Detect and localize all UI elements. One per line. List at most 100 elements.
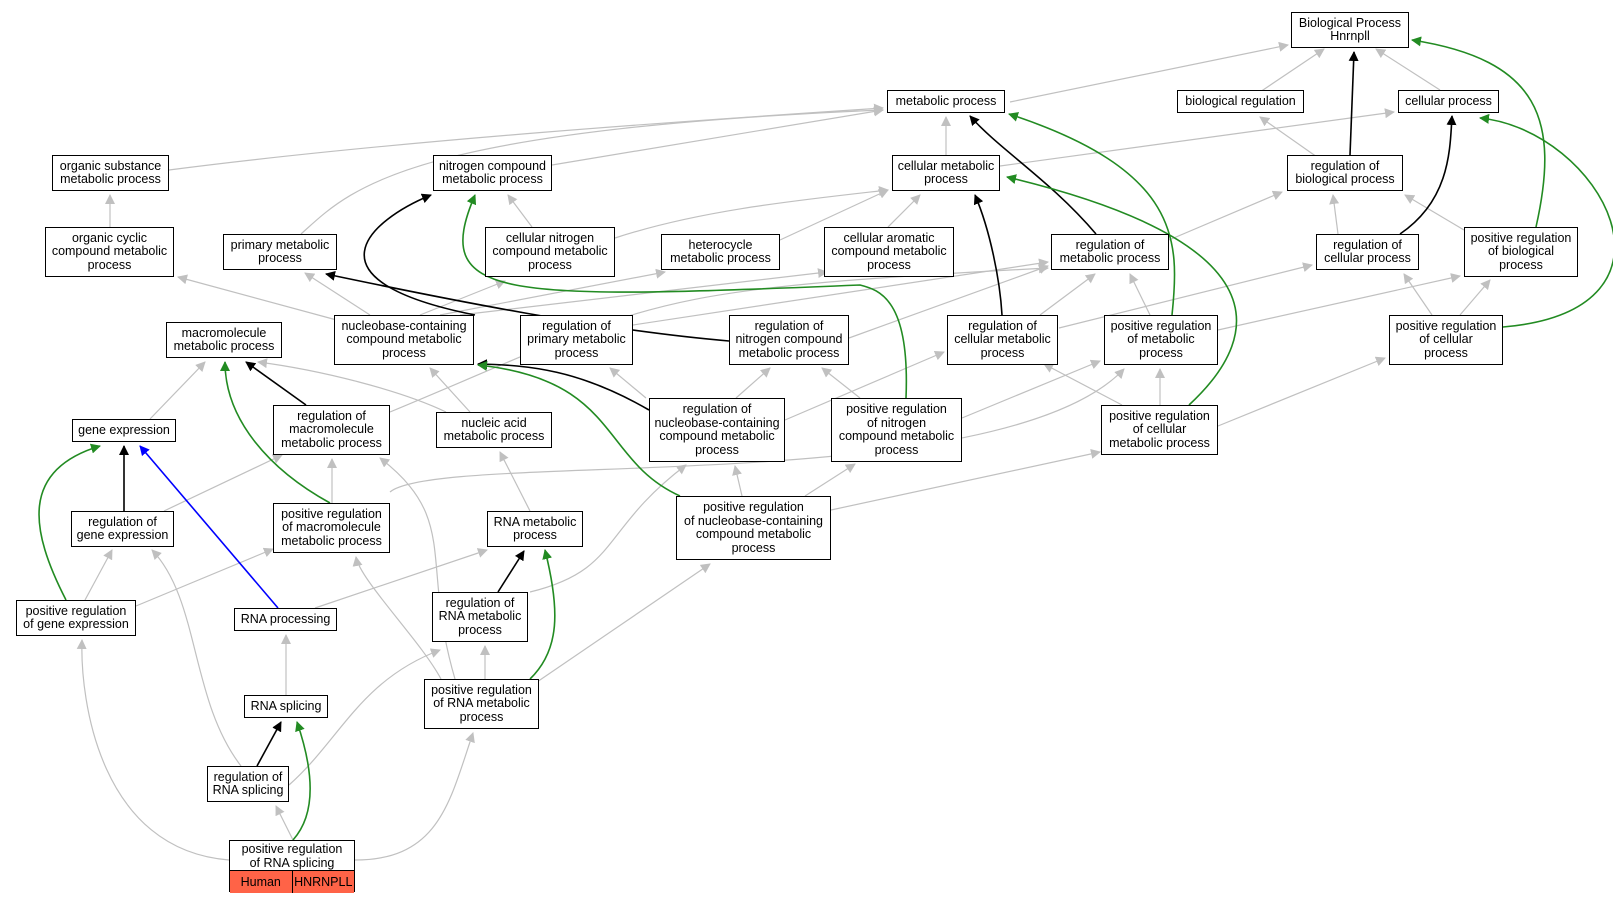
edge-gray (1375, 48, 1441, 91)
node-gene-expression[interactable]: gene expression (72, 419, 176, 442)
node-nitrogen-compound-metabolic-process[interactable]: nitrogen compound metabolic process (433, 155, 552, 191)
node-regulation-of-biological-process[interactable]: regulation of biological process (1287, 155, 1403, 191)
leaf-annotation-row: Human HNRNPLL (230, 870, 354, 893)
edge-gray (1009, 41, 1289, 103)
leaf-label: positive regulation of RNA splicing (241, 842, 343, 870)
edge-gray (821, 367, 861, 399)
edge-gray (149, 361, 206, 420)
node-positive-regulation-of-macromolecule-metabolic-process[interactable]: positive regulation of macromolecule met… (273, 503, 390, 553)
edge-black (1399, 115, 1457, 235)
edge-gray (887, 194, 921, 228)
node-positive-regulation-of-cellular-process[interactable]: positive regulation of cellular process (1389, 315, 1503, 365)
node-cellular-aromatic-compound-metabolic-process[interactable]: cellular aromatic compound metabolic pro… (824, 227, 954, 277)
edge-gray (1403, 273, 1433, 316)
gene-cell: HNRNPLL (291, 871, 355, 893)
edge-gray (536, 563, 711, 683)
edge-green (462, 194, 908, 399)
edge-green (220, 361, 331, 504)
edge-gray (151, 549, 242, 767)
edge-gray (135, 547, 274, 607)
node-biological-regulation[interactable]: biological regulation (1177, 90, 1304, 113)
node-primary-metabolic-process[interactable]: primary metabolic process (223, 234, 337, 270)
edge-gray (439, 268, 666, 316)
edge-gray (848, 264, 1049, 339)
edge-gray (459, 268, 828, 316)
node-nucleic-acid-metabolic-process[interactable]: nucleic acid metabolic process (436, 412, 552, 448)
edge-black (256, 721, 282, 767)
edge-gray (507, 194, 533, 228)
node-regulation-of-metabolic-process[interactable]: regulation of metabolic process (1051, 234, 1169, 270)
edge-gray (784, 350, 945, 421)
edge-gray (1259, 116, 1318, 158)
node-regulation-of-nucleobase-containing-compound-metabolic-process[interactable]: regulation of nucleobase-containing comp… (649, 398, 785, 462)
node-biological-process[interactable]: Biological Process Hnrnpll (1291, 12, 1409, 48)
node-cellular-process[interactable]: cellular process (1398, 90, 1499, 113)
node-positive-regulation-of-nitrogen-compound-metabolic-process[interactable]: positive regulation of nitrogen compound… (831, 398, 962, 462)
node-positive-regulation-of-biological-process[interactable]: positive regulation of biological proces… (1464, 227, 1578, 277)
node-regulation-of-gene-expression[interactable]: regulation of gene expression (71, 511, 174, 547)
node-rna-metabolic-process[interactable]: RNA metabolic process (487, 511, 583, 547)
edge-gray (999, 108, 1395, 167)
node-regulation-of-cellular-process[interactable]: regulation of cellular process (1316, 234, 1419, 270)
edge-black (969, 115, 1097, 235)
node-cellular-metabolic-process[interactable]: cellular metabolic process (892, 155, 1000, 191)
edge-gray (961, 359, 1101, 419)
node-regulation-of-macromolecule-metabolic-process[interactable]: regulation of macromolecule metabolic pr… (273, 405, 390, 455)
edge-black (363, 193, 476, 316)
edge-green (1006, 174, 1238, 406)
edge-black (325, 270, 730, 342)
edge-gray (275, 805, 294, 841)
edge-gray (288, 648, 441, 786)
edge-gray (300, 105, 884, 235)
edge-green (1479, 113, 1613, 328)
node-positive-regulation-of-nucleobase-containing-compound-metabolic-process[interactable]: positive regulation of nucleobase-contai… (676, 496, 831, 560)
node-regulation-of-rna-metabolic-process[interactable]: regulation of RNA metabolic process (432, 592, 528, 642)
node-cellular-nitrogen-compound-metabolic-process[interactable]: cellular nitrogen compound metabolic pro… (485, 227, 615, 277)
edge-gray (1039, 273, 1096, 316)
node-positive-regulation-of-metabolic-process[interactable]: positive regulation of metabolic process (1104, 315, 1218, 365)
edge-gray (177, 274, 345, 323)
edge-gray (429, 367, 471, 413)
edge-black (497, 550, 525, 593)
edge-gray (1168, 190, 1283, 241)
node-macromolecule-metabolic-process[interactable]: macromolecule metabolic process (166, 322, 282, 358)
edge-gray (1404, 194, 1465, 231)
edge-gray (389, 263, 1049, 413)
edge-gray (804, 463, 856, 497)
edge-gray (1259, 48, 1325, 93)
node-regulation-of-nitrogen-compound-metabolic-process[interactable]: regulation of nitrogen compound metaboli… (729, 315, 849, 365)
node-rna-splicing[interactable]: RNA splicing (244, 695, 328, 718)
edge-gray (352, 556, 442, 680)
node-metabolic-process[interactable]: metabolic process (887, 90, 1005, 113)
node-nucleobase-containing-compound-metabolic-process[interactable]: nucleobase-containing compound metabolic… (334, 315, 474, 365)
node-positive-regulation-of-rna-metabolic-process[interactable]: positive regulation of RNA metabolic pro… (424, 679, 539, 729)
edge-gray (84, 549, 113, 601)
node-positive-regulation-of-cellular-metabolic-process[interactable]: positive regulation of cellular metaboli… (1101, 405, 1218, 455)
edge-black (245, 361, 307, 406)
edge-gray (1129, 273, 1151, 316)
edge-gray (632, 258, 1049, 326)
edge-gray (1217, 356, 1386, 427)
edge-gray (830, 449, 1101, 511)
edge-gray (419, 279, 506, 316)
edge-gray (732, 465, 743, 497)
node-positive-regulation-of-gene-expression[interactable]: positive regulation of gene expression (16, 600, 136, 636)
node-heterocycle-metabolic-process[interactable]: heterocycle metabolic process (661, 234, 780, 270)
edge-green (1411, 36, 1546, 228)
node-organic-substance-metabolic-process[interactable]: organic substance metabolic process (52, 155, 169, 191)
edge-gray (779, 189, 889, 241)
edge-gray (614, 186, 889, 239)
node-organic-cyclic-compound-metabolic-process[interactable]: organic cyclic compound metabolic proces… (45, 227, 174, 277)
edge-green (38, 443, 101, 601)
edge-gray (1058, 262, 1313, 329)
node-regulation-of-cellular-metabolic-process[interactable]: regulation of cellular metabolic process (947, 315, 1058, 365)
edge-gray (735, 367, 771, 399)
node-rna-processing[interactable]: RNA processing (234, 608, 337, 631)
node-regulation-of-rna-splicing[interactable]: regulation of RNA splicing (207, 766, 289, 802)
edge-green (292, 721, 311, 841)
edge-gray (76, 639, 230, 861)
node-positive-regulation-of-rna-splicing[interactable]: positive regulation of RNA splicing Huma… (229, 840, 355, 893)
edge-gray (163, 454, 283, 512)
node-regulation-of-primary-metabolic-process[interactable]: regulation of primary metabolic process (520, 315, 633, 365)
